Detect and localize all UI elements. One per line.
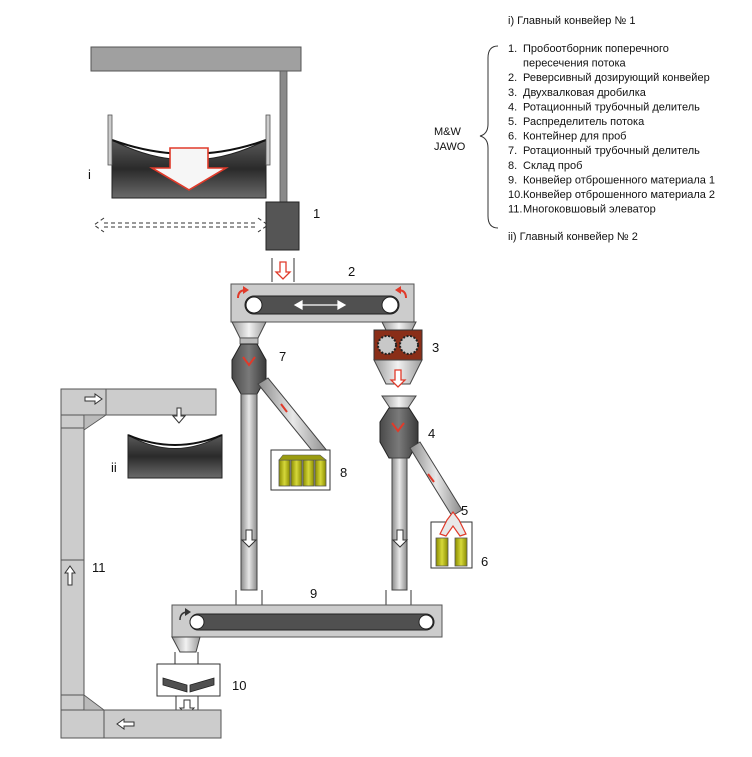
label-8: 8 [340,465,347,480]
rotary-tube-divider-4-group: 4 5 6 [379,395,488,591]
label-ii: ii [111,460,117,475]
legend-main-conveyor-2: ii) Главный конвейер № 2 [508,231,638,243]
legend-item-number: 11. [508,204,522,216]
label-2: 2 [348,264,355,279]
legend-item-number: 1. [508,43,517,55]
main-conveyor-1-group: i 1 [88,46,320,251]
reject-conveyor-1-group: 9 [171,586,443,653]
legend-item-text: Распределитель потока [523,116,645,128]
reject-conveyor-2-group: 10 [156,652,246,716]
legend: i) Главный конвейер № 1 M&W JAWO 1. Пробо… [434,15,715,243]
legend-main-conveyor-1: i) Главный конвейер № 1 [508,15,635,27]
legend-item-number: 4. [508,101,517,113]
rotary-tube-divider-7-group: 7 8 [231,321,347,591]
label-9: 9 [310,586,317,601]
flow-down-arrow-icon [274,261,292,280]
rotary-tube-divider-4 [379,407,419,459]
legend-item-number: 8. [508,160,517,172]
legend-item-text: Контейнер для проб [523,131,627,143]
label-i: i [88,167,91,182]
double-arrow-dashed-icon [93,217,269,233]
main-conveyor-2-group: ii [111,434,223,479]
label-10: 10 [232,678,246,693]
legend-item-number: 7. [508,145,517,157]
arrow-right-icon [84,393,103,405]
roll-crusher-group: 3 [373,321,439,388]
sampler-rod [279,70,288,204]
legend-item-number: 3. [508,87,517,99]
label-6: 6 [481,554,488,569]
crusher-roll-right-icon [399,335,419,355]
conveyor-1-side-right [265,114,271,166]
main-conveyor-2-belt [127,434,223,479]
legend-item-number: 10. [508,189,523,201]
conveyor-1-side-left [107,114,113,166]
label-11: 11 [92,560,106,575]
legend-items: 1. Пробоотборник поперечного пересечения п… [508,43,715,216]
legend-item-text: Конвейер отброшенного материала 1 [523,174,715,186]
label-3: 3 [432,340,439,355]
legend-item-text: Пробоотборник поперечного [523,43,669,55]
legend-group-label-2: JAWO [434,141,466,153]
legend-item-text: Двухвалковая дробилка [523,87,647,99]
flow-down-arrow-icon [389,369,407,388]
legend-item-text: пересечения потока [523,58,627,70]
legend-item-number: 9. [508,174,517,186]
arrow-up-icon [64,565,76,586]
legend-item-number: 2. [508,72,517,84]
rotation-symbol-icon [242,356,256,367]
legend-item-text: Склад проб [523,160,582,172]
cross-stream-sampler [265,201,300,251]
flow-down-arrow-icon [149,147,229,191]
legend-brace [479,45,499,229]
label-1: 1 [313,206,320,221]
legend-item-text: Конвейер отброшенного материала 2 [523,189,715,201]
label-5: 5 [461,503,468,518]
crusher-roll-left-icon [377,335,397,355]
rotation-symbol-icon [391,422,405,433]
legend-item-text: Реверсивный дозирующий конвейер [523,72,710,84]
label-7: 7 [279,349,286,364]
reversing-arrow-icon [293,299,347,311]
label-4: 4 [428,426,435,441]
flow-down-arrow-icon [171,407,187,424]
bucket-elevator: 11 [60,388,222,739]
legend-item-number: 6. [508,131,517,143]
arrow-left-icon [116,718,135,730]
legend-item-number: 5. [508,116,517,128]
reversible-dosing-conveyor: 2 [230,258,415,323]
legend-group-label-1: M&W [434,126,462,138]
legend-item-text: Ротационный трубочный делитель [523,145,700,157]
flow-distributor-5 [439,511,467,537]
legend-item-text: Многоковшовый элеватор [523,204,656,216]
legend-item-text: Ротационный трубочный делитель [523,101,700,113]
support-beam [90,46,302,72]
